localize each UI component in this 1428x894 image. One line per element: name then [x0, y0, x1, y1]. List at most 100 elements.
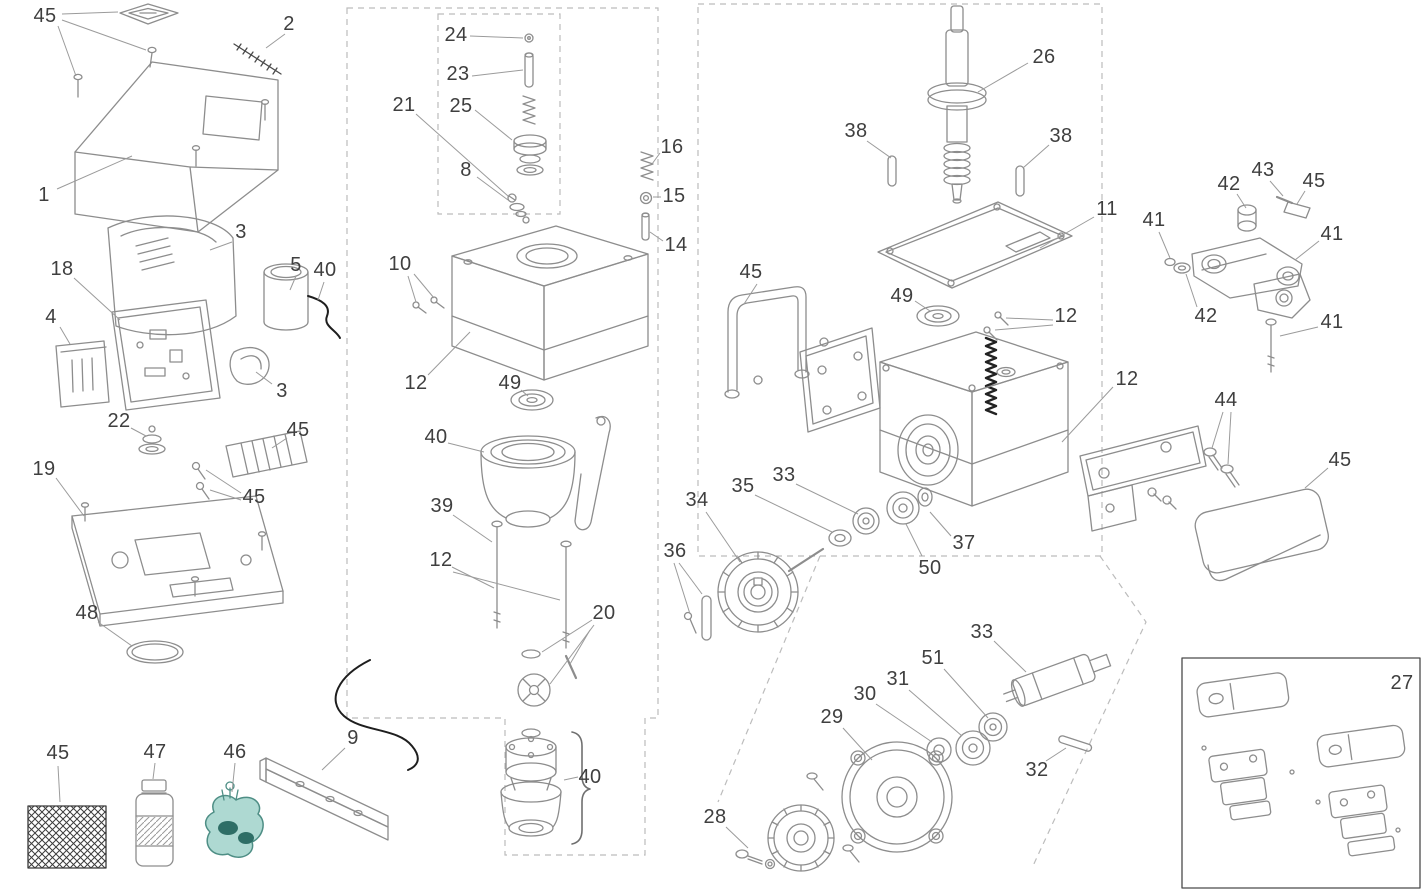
release-lever-group	[1164, 195, 1311, 373]
part-callout-24: 24	[444, 24, 468, 46]
part-callout-40: 40	[313, 259, 337, 281]
part-callout-8: 8	[460, 159, 472, 181]
part-callout-41: 41	[1320, 311, 1344, 333]
part-callout-41: 41	[1320, 223, 1344, 245]
group-brace	[571, 731, 591, 845]
shaft-key	[701, 595, 712, 641]
part-callout-42: 42	[1194, 305, 1218, 327]
part-callout-45: 45	[1328, 449, 1352, 471]
part-callout-12: 12	[1115, 368, 1139, 390]
part-callout-9: 9	[347, 727, 359, 749]
part-callout-45: 45	[46, 742, 70, 764]
part-callout-30: 30	[853, 683, 877, 705]
motor-housing	[879, 331, 1069, 507]
transformer	[55, 340, 110, 408]
part-callout-38: 38	[844, 120, 868, 142]
part-callout-26: 26	[1032, 46, 1056, 68]
part-callout-33: 33	[772, 464, 796, 486]
kit-inset	[1181, 657, 1421, 889]
part-callout-3: 3	[276, 380, 288, 402]
part-callout-16: 16	[660, 136, 684, 158]
part-callout-20: 20	[592, 602, 616, 624]
grooved-pin	[233, 43, 282, 75]
part-callout-28: 28	[703, 806, 727, 828]
part-callout-27: 27	[1390, 672, 1414, 694]
motor-flange	[806, 741, 953, 863]
part-callout-45: 45	[242, 486, 266, 508]
part-callout-47: 47	[143, 741, 167, 763]
part-callout-48: 48	[75, 602, 99, 624]
dashed-boundaries	[346, 3, 1147, 869]
part-callout-45: 45	[286, 419, 310, 441]
part-callout-12: 12	[404, 372, 428, 394]
part-callout-18: 18	[50, 258, 74, 280]
part-callout-40: 40	[424, 426, 448, 448]
part-callout-44: 44	[1214, 389, 1238, 411]
part-callout-11: 11	[1096, 198, 1118, 220]
part-callout-49: 49	[498, 372, 522, 394]
coupling-bell	[480, 415, 611, 531]
worm-gear	[717, 547, 825, 633]
mounting-rail	[259, 659, 419, 841]
spring	[984, 336, 998, 416]
cover-assembly-art	[27, 3, 419, 869]
bearing	[916, 305, 960, 327]
part-callout-41: 41	[1142, 209, 1166, 231]
bearing	[510, 389, 554, 411]
part-callout-32: 32	[1025, 759, 1049, 781]
part-callout-45: 45	[739, 261, 763, 283]
gasket	[877, 201, 1073, 289]
part-callout-25: 25	[449, 95, 473, 117]
part-callout-12: 12	[429, 549, 453, 571]
hatched-pad	[27, 805, 107, 869]
brand-emblem	[119, 3, 179, 25]
part-callout-38: 38	[1049, 125, 1073, 147]
part-callout-15: 15	[662, 185, 686, 207]
part-callout-21: 21	[392, 94, 416, 116]
vent-cover	[225, 430, 308, 478]
grease-sachet	[204, 781, 264, 858]
part-callout-43: 43	[1251, 159, 1275, 181]
side-cover	[107, 215, 237, 336]
part-callout-14: 14	[664, 234, 688, 256]
part-callout-5: 5	[290, 254, 302, 276]
part-callout-19: 19	[32, 458, 56, 480]
part-callout-23: 23	[446, 63, 470, 85]
part-callout-50: 50	[918, 557, 942, 579]
part-callout-35: 35	[731, 475, 755, 497]
mounting-bracket	[1079, 425, 1207, 532]
part-callout-2: 2	[283, 13, 295, 35]
part-callout-34: 34	[685, 489, 709, 511]
part-callout-45: 45	[33, 5, 57, 27]
release-handle	[724, 286, 881, 433]
part-callout-46: 46	[223, 741, 247, 763]
part-callout-12: 12	[1054, 305, 1078, 327]
part-callout-29: 29	[820, 706, 844, 728]
gearbox-housing	[451, 225, 649, 381]
part-callout-45: 45	[1302, 170, 1326, 192]
part-callout-4: 4	[45, 306, 57, 328]
gearbox-assembly-art	[412, 33, 654, 845]
o-ring	[126, 640, 184, 664]
motor-assembly-art	[683, 5, 1421, 889]
part-callout-3: 3	[235, 221, 247, 243]
part-callout-10: 10	[388, 253, 412, 275]
oil-bottle	[135, 779, 174, 867]
part-callout-36: 36	[663, 540, 687, 562]
part-callout-51: 51	[921, 647, 945, 669]
part-callout-49: 49	[890, 285, 914, 307]
part-callout-22: 22	[107, 410, 131, 432]
output-flange	[500, 728, 562, 837]
pinion-gear	[735, 804, 835, 872]
part-callout-39: 39	[430, 495, 454, 517]
pcb-board	[111, 299, 221, 411]
part-callout-37: 37	[952, 532, 976, 554]
part-callout-31: 31	[886, 668, 910, 690]
leader-lines	[55, 11, 1329, 849]
rotor	[1003, 653, 1112, 707]
part-callout-42: 42	[1217, 173, 1241, 195]
part-callout-33: 33	[970, 621, 994, 643]
motor-cover	[74, 61, 279, 233]
